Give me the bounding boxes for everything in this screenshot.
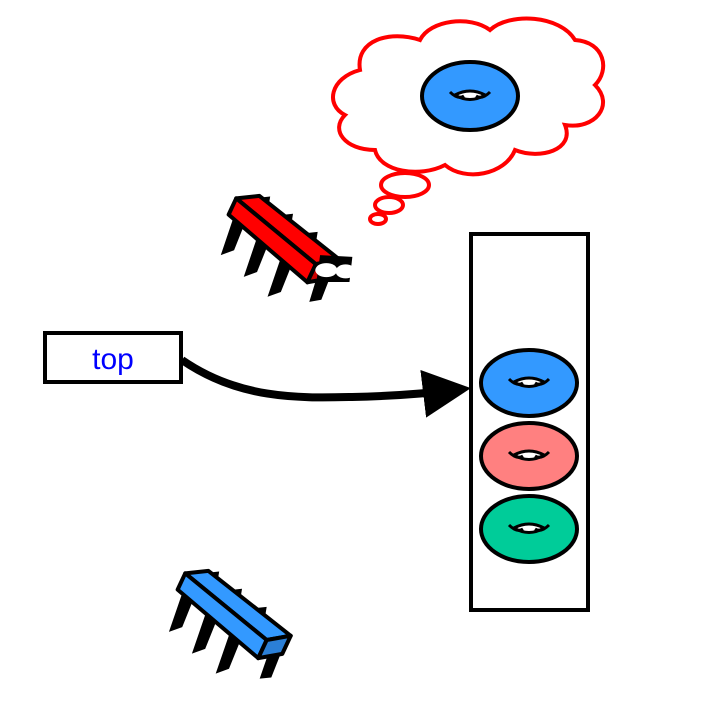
thought-cloud (331, 16, 606, 226)
stack-items (479, 348, 579, 564)
top-pointer-arrow (179, 356, 471, 418)
red-bug (220, 193, 356, 302)
stack-item-green-donut (479, 494, 579, 564)
top-pointer-label: top (92, 343, 134, 376)
thought-bubble-small (368, 212, 388, 226)
thought-bubble-medium (373, 195, 405, 215)
top-pointer-box (43, 331, 183, 384)
stack-item-pink-donut (479, 421, 579, 491)
red-bug-eyes (315, 255, 356, 283)
stack-item-blue-donut (479, 348, 579, 418)
thought-bubble-large (379, 171, 431, 199)
thought-donut (420, 60, 520, 132)
blue-bug (168, 568, 293, 679)
